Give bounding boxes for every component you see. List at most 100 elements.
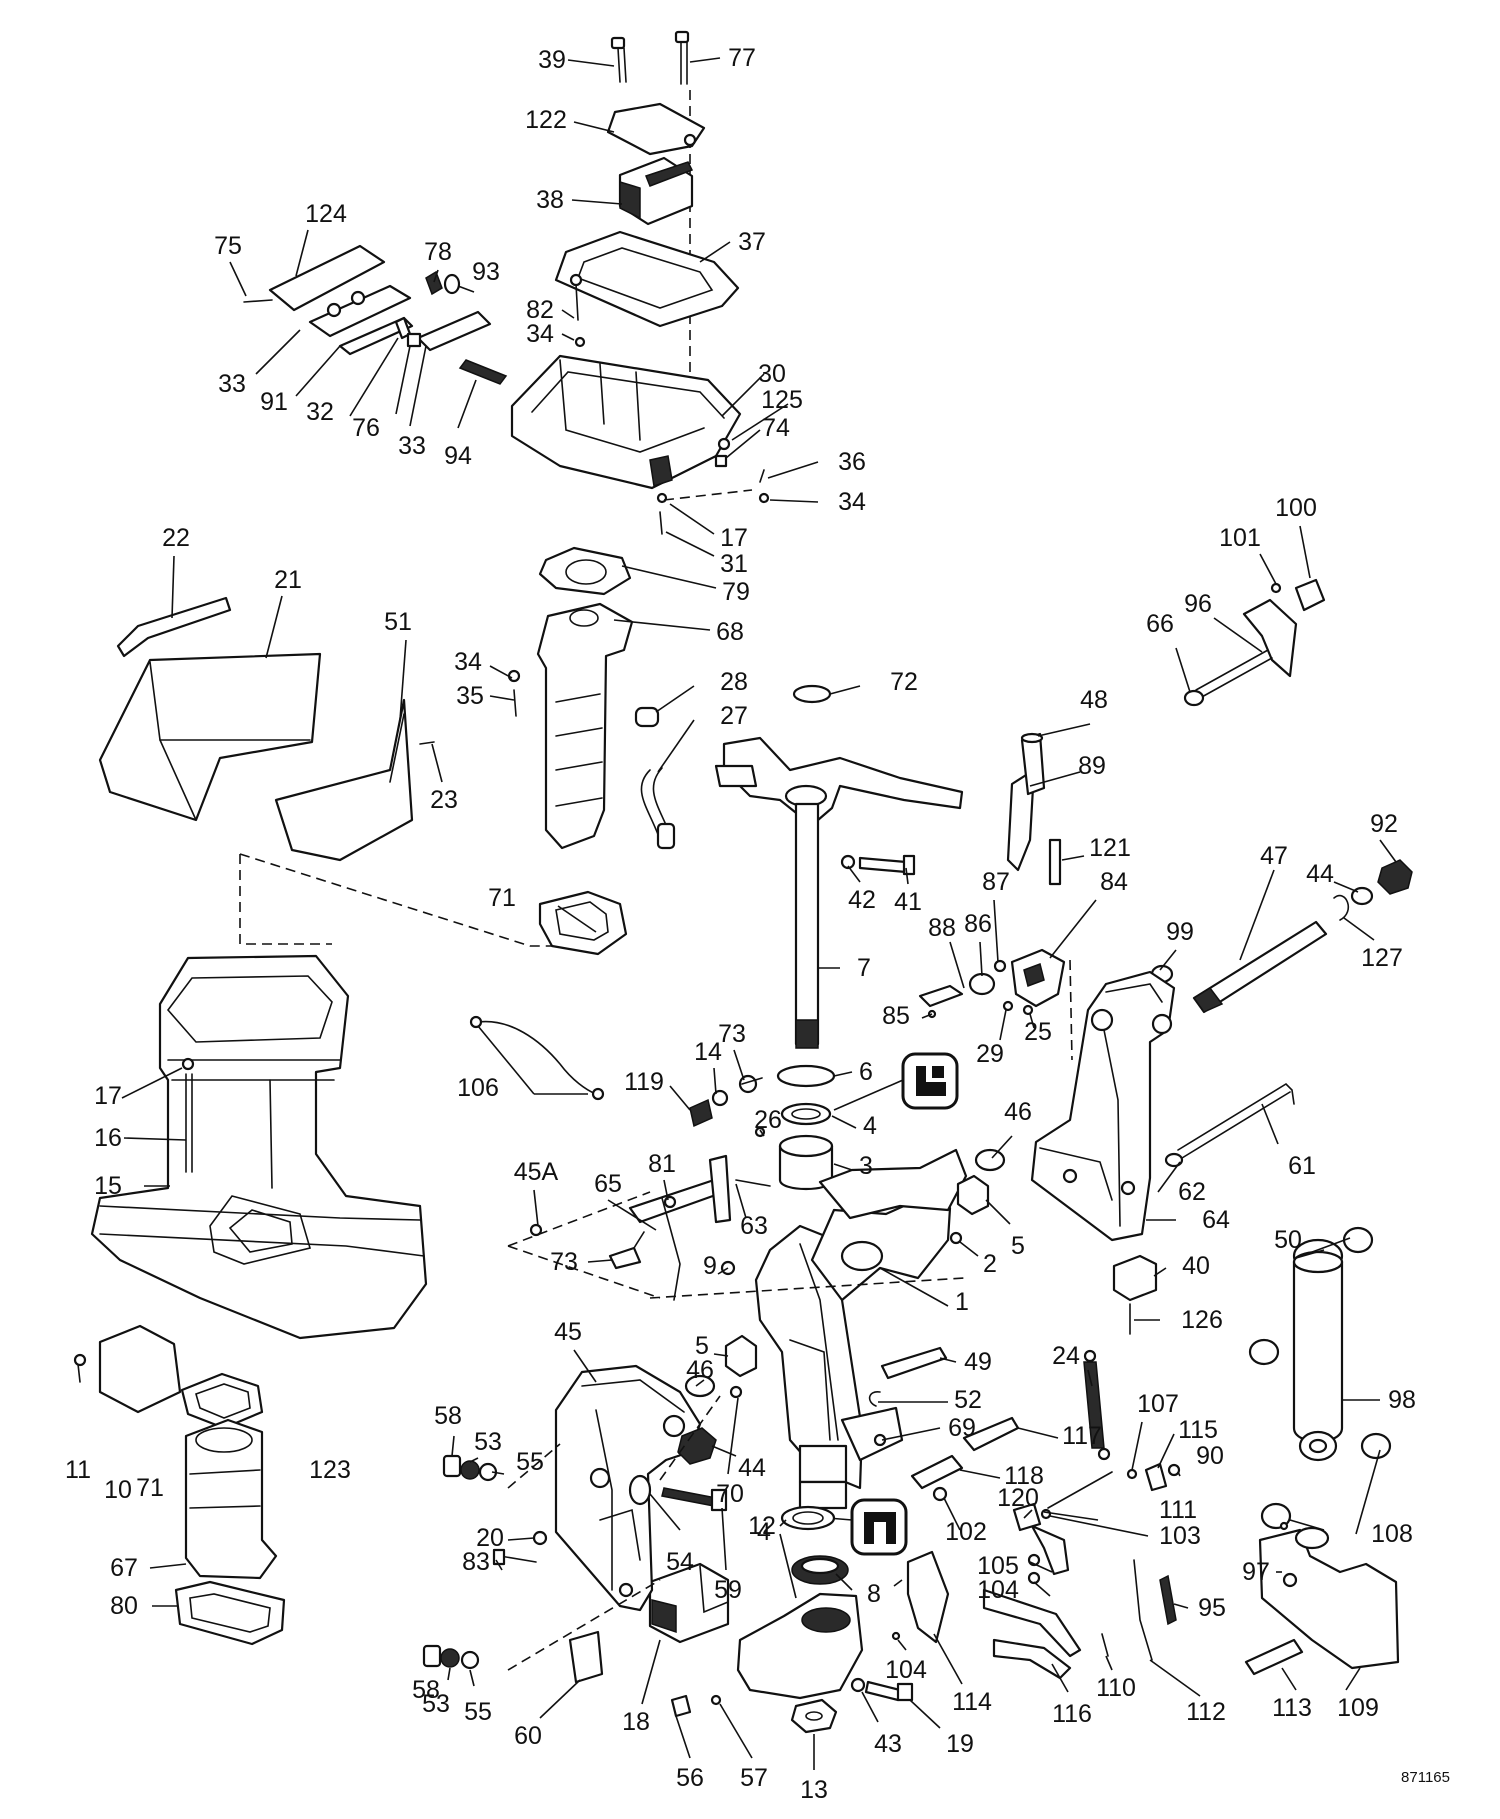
tube-47-drawing xyxy=(1192,920,1328,1014)
callout-52: 52 xyxy=(954,1386,982,1414)
callout-4-b: 4 xyxy=(757,1518,771,1546)
lower-cowl-21-drawing xyxy=(98,652,322,822)
callout-124: 124 xyxy=(305,200,347,228)
callout-76: 76 xyxy=(352,414,380,442)
callout-99: 99 xyxy=(1166,918,1194,946)
callout-83: 83 xyxy=(462,1548,490,1576)
callout-16: 16 xyxy=(94,1124,122,1152)
callout-126: 126 xyxy=(1181,1306,1223,1334)
cap-72-drawing xyxy=(792,684,832,704)
swivel-bracket-1-drawing xyxy=(754,1194,952,1510)
callout-labels: 39 77 122 38 37 124 75 78 93 82 34 33 91… xyxy=(65,44,1416,1804)
callout-24: 24 xyxy=(1052,1342,1080,1370)
callout-68: 68 xyxy=(716,618,744,646)
callout-5-b: 5 xyxy=(695,1332,709,1360)
solenoid-38-drawing xyxy=(618,156,694,226)
callout-54: 54 xyxy=(666,1548,694,1576)
callout-32: 32 xyxy=(306,398,334,426)
water-tube-67-drawing xyxy=(184,1418,278,1580)
gasket-79-drawing xyxy=(538,546,632,596)
callout-46-a: 46 xyxy=(1004,1098,1032,1126)
callout-27: 27 xyxy=(720,702,748,730)
callout-2: 2 xyxy=(983,1250,997,1278)
lube-icon-upper xyxy=(901,1052,959,1110)
callout-116: 116 xyxy=(1052,1700,1092,1728)
callout-25: 25 xyxy=(1024,1018,1052,1046)
block-18-drawing xyxy=(648,1562,730,1644)
callout-104-b: 104 xyxy=(885,1656,927,1684)
leader-lines xyxy=(121,57,1397,1770)
cover-plate-122-drawing xyxy=(606,102,706,156)
callout-74: 74 xyxy=(762,414,790,442)
lube-icon-lower xyxy=(850,1498,908,1556)
callout-37: 37 xyxy=(738,228,766,256)
callout-64: 64 xyxy=(1202,1206,1230,1234)
steering-shaft-7-drawing xyxy=(714,736,964,1049)
callout-71-b: 71 xyxy=(136,1474,164,1502)
callout-110: 110 xyxy=(1096,1674,1136,1702)
callout-65: 65 xyxy=(594,1170,622,1198)
callout-12: 12 xyxy=(748,1512,776,1540)
callout-75: 75 xyxy=(214,232,242,260)
callout-44-a: 44 xyxy=(1306,860,1334,888)
callout-118: 118 xyxy=(1004,1462,1044,1490)
callout-104-a: 104 xyxy=(977,1576,1019,1604)
callout-55-b: 55 xyxy=(464,1698,492,1726)
callout-53-b: 53 xyxy=(422,1690,450,1718)
callout-40: 40 xyxy=(1182,1252,1210,1280)
callout-17-b: 17 xyxy=(94,1082,122,1110)
stern-bracket-64-drawing xyxy=(1030,970,1176,1242)
callout-93: 93 xyxy=(472,258,500,286)
callout-70: 70 xyxy=(716,1480,744,1508)
callout-59: 59 xyxy=(714,1576,742,1604)
callout-34-b: 34 xyxy=(838,488,866,516)
callout-63: 63 xyxy=(740,1212,768,1240)
callout-58-a: 58 xyxy=(434,1402,462,1430)
bolt-77-drawing xyxy=(674,30,690,85)
callout-23: 23 xyxy=(430,786,458,814)
callout-98: 98 xyxy=(1388,1386,1416,1414)
callout-77: 77 xyxy=(728,44,756,72)
callout-43: 43 xyxy=(874,1730,902,1758)
callout-6: 6 xyxy=(859,1058,873,1086)
callout-92: 92 xyxy=(1370,810,1398,838)
cylinder-98-drawing xyxy=(1292,1238,1344,1462)
callout-84: 84 xyxy=(1100,868,1128,896)
callout-34-a: 34 xyxy=(526,320,554,348)
callout-49: 49 xyxy=(964,1348,992,1376)
callout-81: 81 xyxy=(648,1150,676,1178)
callout-87: 87 xyxy=(982,868,1010,896)
callout-120: 120 xyxy=(997,1484,1039,1512)
cover-10-drawing xyxy=(98,1324,182,1414)
callout-82: 82 xyxy=(526,296,554,324)
callout-103: 103 xyxy=(1159,1522,1201,1550)
housing-tray-30-drawing xyxy=(510,354,742,490)
callout-33-b: 33 xyxy=(398,432,426,460)
callout-21: 21 xyxy=(274,566,302,594)
callout-48: 48 xyxy=(1080,686,1108,714)
callout-7: 7 xyxy=(857,954,871,982)
callout-20: 20 xyxy=(476,1524,504,1552)
callout-15: 15 xyxy=(94,1172,122,1200)
callout-5-a: 5 xyxy=(1011,1232,1025,1260)
callout-127: 127 xyxy=(1361,944,1403,972)
callout-41: 41 xyxy=(894,888,922,916)
callout-121: 121 xyxy=(1089,834,1131,862)
callout-117: 117 xyxy=(1062,1422,1102,1450)
callout-62: 62 xyxy=(1178,1178,1206,1206)
callout-58-b: 58 xyxy=(412,1676,440,1704)
gasket-80-drawing xyxy=(174,1580,286,1646)
washer-6-drawing xyxy=(776,1064,836,1088)
callout-109: 109 xyxy=(1337,1694,1379,1722)
callout-123: 123 xyxy=(309,1456,351,1484)
callout-10: 10 xyxy=(104,1476,132,1504)
callout-97: 97 xyxy=(1242,1558,1270,1586)
callout-35: 35 xyxy=(456,682,484,710)
callout-4-a: 4 xyxy=(863,1112,877,1140)
callout-38: 38 xyxy=(536,186,564,214)
callout-79: 79 xyxy=(722,578,750,606)
nut-13-drawing xyxy=(790,1698,838,1734)
reference-code: 871165 xyxy=(1401,1769,1450,1786)
callout-17-a: 17 xyxy=(720,524,748,552)
callout-86: 86 xyxy=(964,910,992,938)
